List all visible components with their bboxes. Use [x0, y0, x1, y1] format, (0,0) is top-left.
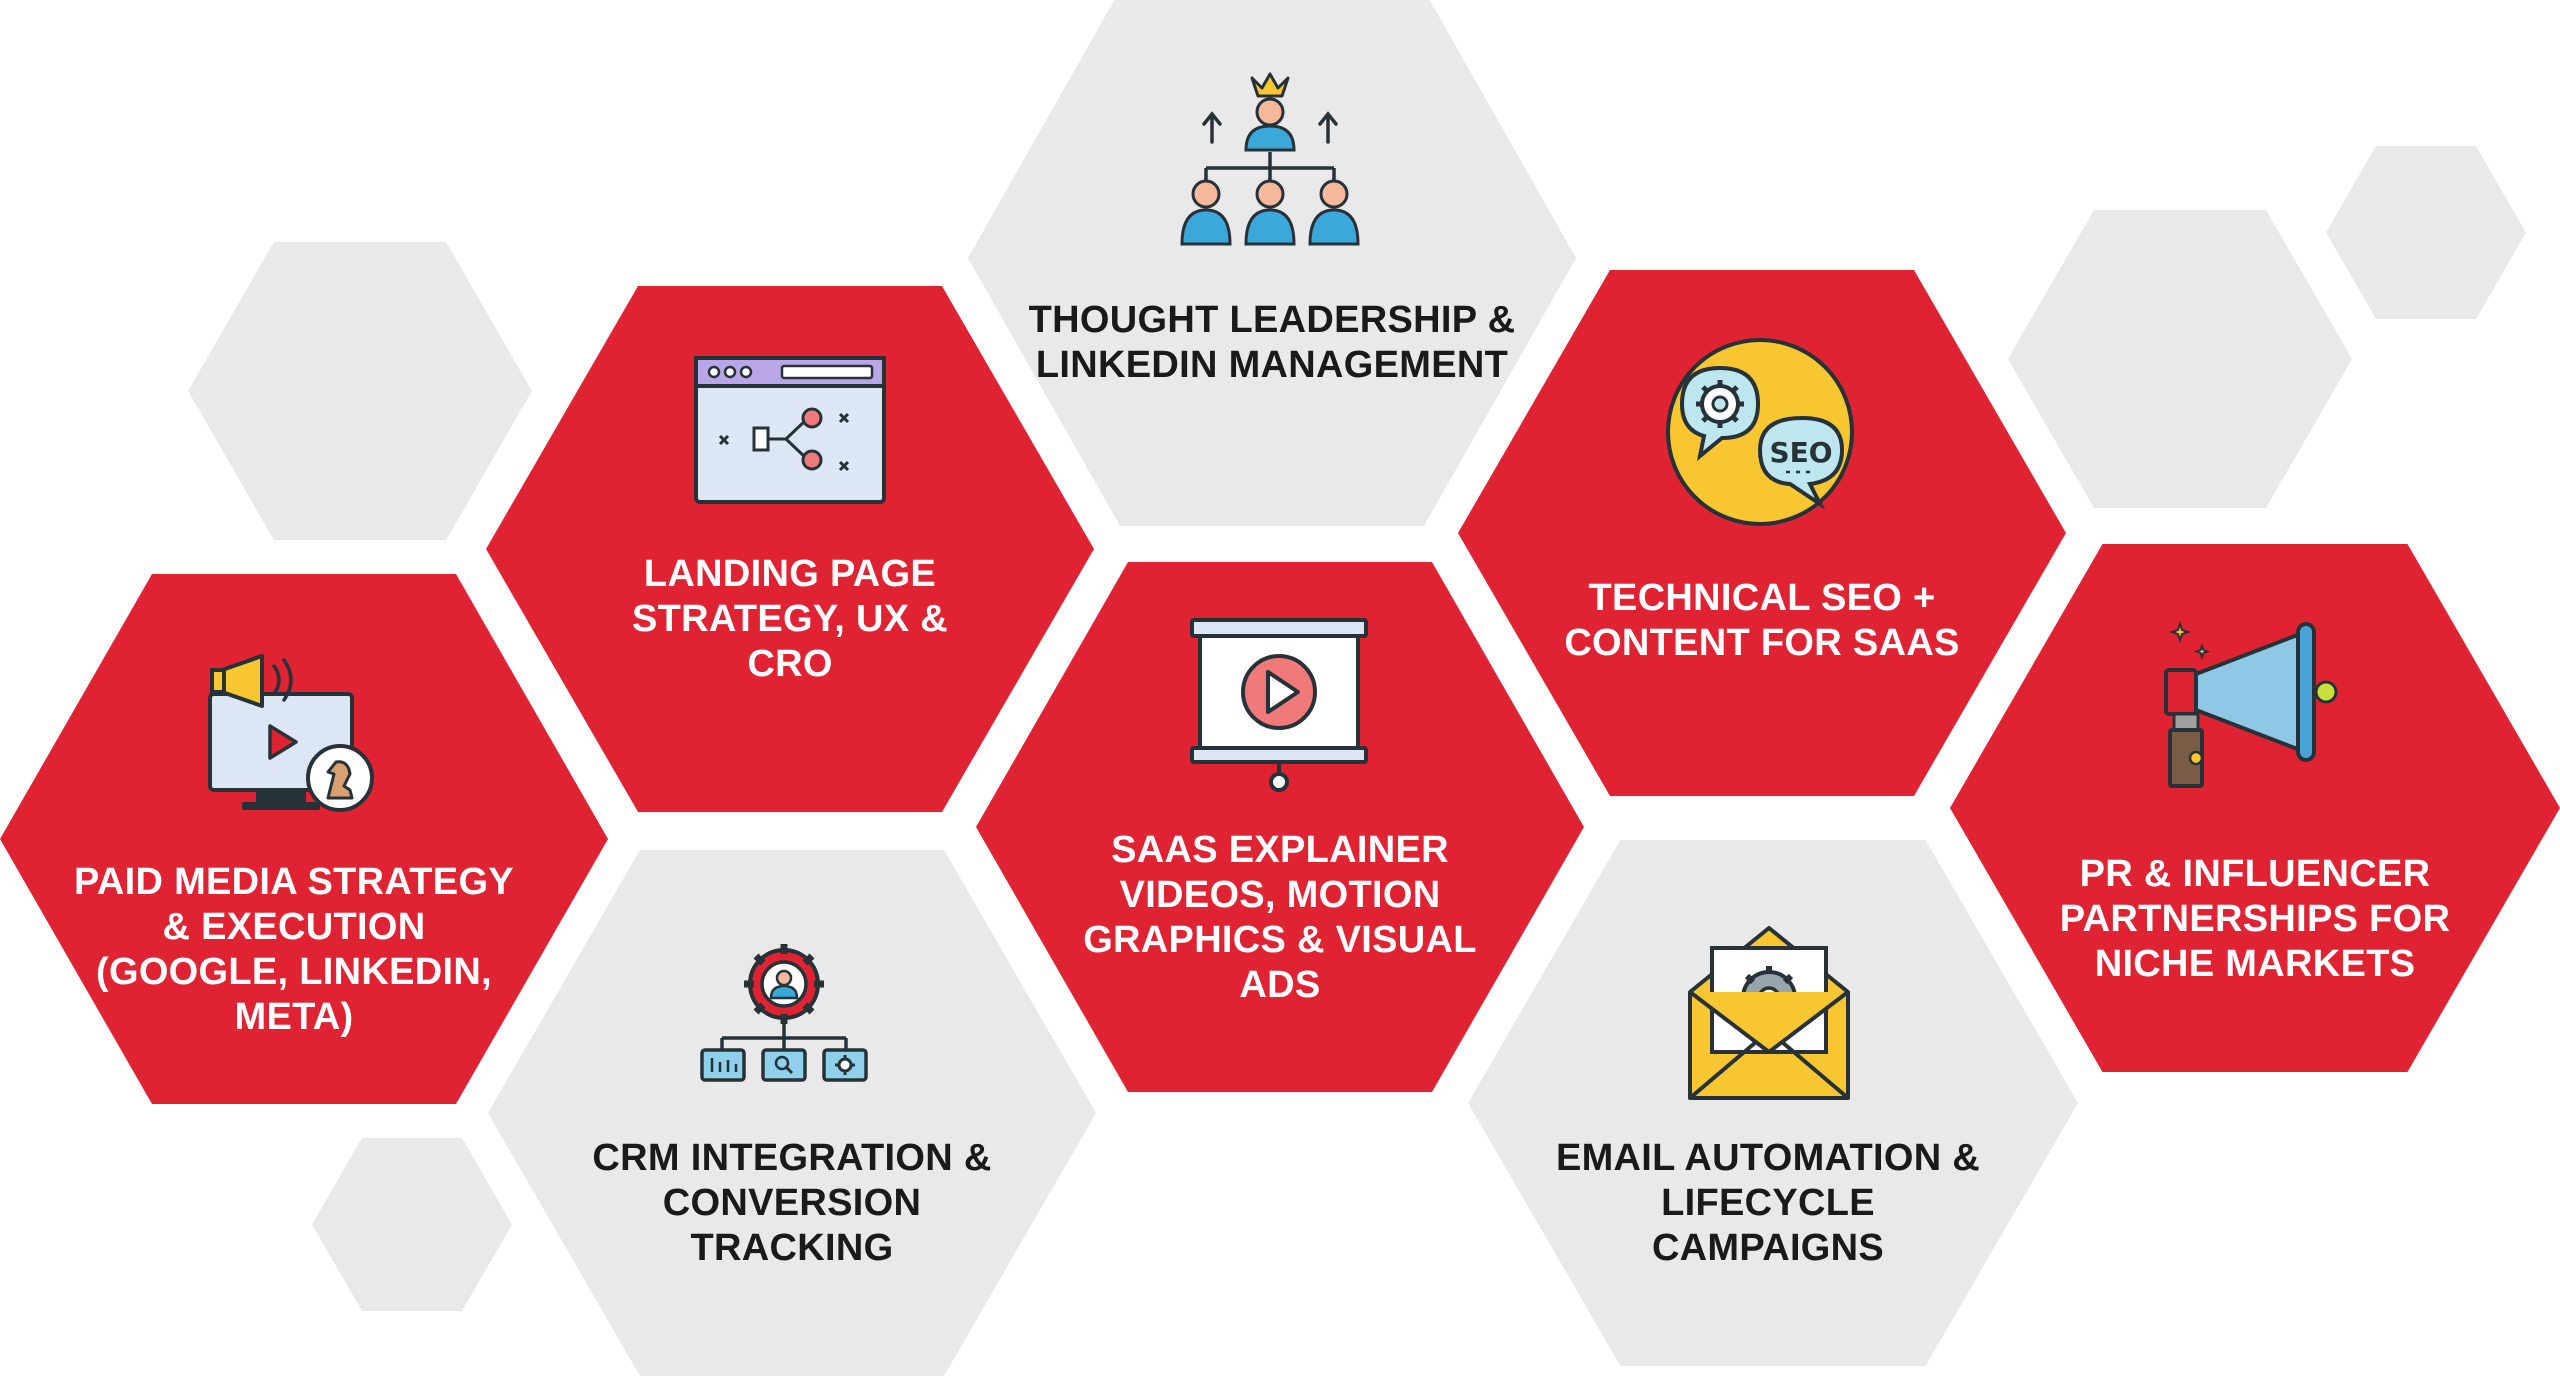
svg-text:SEO: SEO [1769, 436, 1832, 469]
presentation-play-icon [1190, 618, 1368, 792]
service-label-crm-integration: CRM INTEGRATION & CONVERSION TRACKING [592, 1137, 992, 1269]
service-label-landing-page: LANDING PAGE STRATEGY, UX & CRO [632, 553, 948, 685]
seo-gear-bubble-icon: SEO [1666, 338, 1854, 526]
service-label-saas-explainer: SAAS EXPLAINER VIDEOS, MOTION GRAPHICS &… [1083, 829, 1477, 1006]
service-label-technical-seo: TECHNICAL SEO + CONTENT FOR SAAS [1564, 577, 1960, 664]
service-hexagon-pr-influencer [1950, 544, 2560, 1072]
service-hexagon-crm-integration [488, 850, 1096, 1376]
decorative-hexagon [2008, 210, 2352, 508]
megaphone-icon [2164, 620, 2338, 788]
decorative-hexagon [2326, 146, 2526, 319]
envelope-gear-icon [1688, 926, 1850, 1100]
service-label-thought-leadership: THOUGHT LEADERSHIP & LINKEDIN MANAGEMENT [1028, 299, 1516, 386]
service-label-paid-media: PAID MEDIA STRATEGY & EXECUTION (GOOGLE,… [74, 861, 514, 1038]
megaphone-monitor-chess-icon [208, 654, 374, 812]
service-label-email-automation: EMAIL AUTOMATION & LIFECYCLE CAMPAIGNS [1555, 1137, 1981, 1269]
gear-user-network-icon [700, 944, 868, 1082]
decorative-hexagon [312, 1138, 512, 1311]
decorative-hexagon [188, 242, 532, 540]
hierarchy-crown-icon [1180, 72, 1360, 246]
browser-flow-icon [694, 356, 886, 504]
service-label-pr-influencer: PR & INFLUENCER PARTNERSHIPS FOR NICHE M… [2059, 853, 2451, 985]
